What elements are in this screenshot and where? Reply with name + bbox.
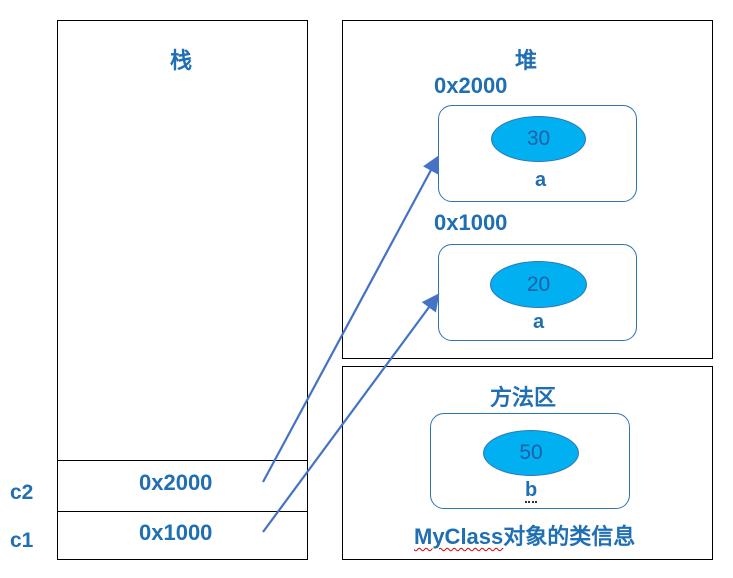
reference-arrow-c2 <box>262 155 440 483</box>
class-info-label: 对象的类信息 <box>503 525 636 550</box>
stack-slot-c2-value: 0x2000 <box>139 470 213 495</box>
heap-title: 堆 <box>515 49 538 74</box>
method-area-title: 方法区 <box>490 386 557 411</box>
method-area-region <box>342 366 713 560</box>
heap-object-field: a <box>533 311 545 333</box>
stack-slot-c1 <box>57 511 308 560</box>
class-static-value: 50 <box>483 430 579 476</box>
stack-slot-c1-value: 0x1000 <box>139 520 213 545</box>
heap-object-address: 0x1000 <box>434 210 508 235</box>
heap-object-value: 30 <box>491 116 586 162</box>
heap-object-value: 20 <box>490 261 587 308</box>
heap-region <box>342 20 713 359</box>
reference-arrow-c1 <box>262 293 440 533</box>
heap-object-field: a <box>535 169 547 191</box>
heap-object-address: 0x2000 <box>434 73 508 98</box>
class-info-caption: MyClass对象的类信息 <box>414 519 635 551</box>
class-static-field: b <box>525 479 538 503</box>
class-name: MyClass <box>414 524 504 549</box>
stack-title: 栈 <box>170 49 193 74</box>
variable-label-c2: c2 <box>10 481 34 504</box>
heap-object <box>438 105 637 202</box>
variable-label-c1: c1 <box>10 529 34 552</box>
